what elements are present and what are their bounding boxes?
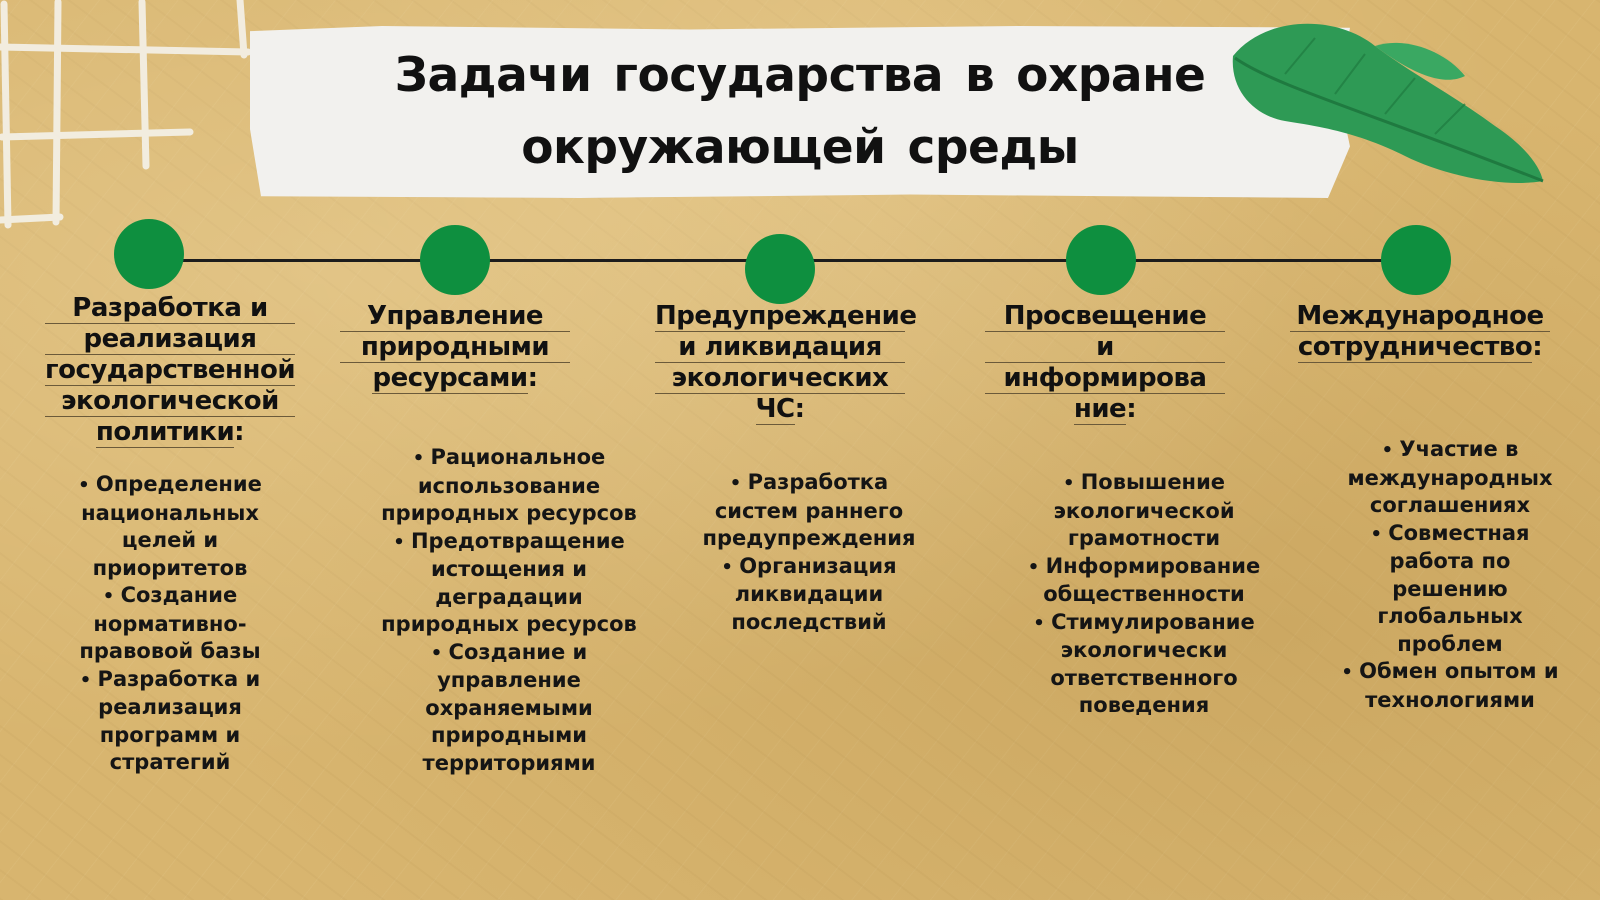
column-2-heading-line: природными [340,332,570,363]
column-4-heading-line: ние [1073,394,1127,425]
column-4-heading-line: информирова [985,363,1225,394]
leaf-icon [1232,23,1544,184]
list-item: Организация ликвидации последствий [700,553,918,637]
list-item: Обмен опытом и технологиями [1330,658,1570,714]
timeline-dot-2 [420,225,490,295]
column-2-heading-line: ресурсами [372,363,528,394]
column-1-heading-line: экологической [45,386,295,417]
list-item: Стимулирование экологически ответственно… [1008,609,1280,720]
column-3-heading-line: экологических [655,363,905,394]
column-1-heading-line: Разработка и [45,293,295,324]
column-2-heading-line: Управление [340,301,570,332]
column-1-heading-line: политики [95,417,235,448]
list-item: Создание нормативно-правовой базы [55,582,285,666]
column-1-bullets: Определение национальных целей и приорит… [55,471,285,777]
list-item: Разработка и реализация программ и страт… [55,666,285,777]
list-item: Создание и управление охраняемыми природ… [378,639,640,778]
column-4-heading-line: Просвещение [985,301,1225,332]
column-1-heading: Разработка и реализация государственной … [45,293,296,448]
list-item: Предотвращение истощения и деградации пр… [378,528,640,639]
timeline-dot-1 [114,219,184,289]
column-3-heading: Предупреждение и ликвидация экологически… [655,301,917,425]
column-5-bullets: Участие в международных соглашениях Совм… [1330,436,1570,714]
list-item: Рациональное использование природных рес… [378,444,640,528]
column-2-heading: Управление природными ресурсами: [340,301,570,394]
list-item: Повышение экологической грамотности [1008,469,1280,553]
timeline-dot-3 [745,234,815,304]
page-title: Задачи государства в охране окружающей ср… [250,26,1350,198]
title-banner [250,26,1350,198]
grid-decoration [0,0,252,229]
list-item: Участие в международных соглашениях [1330,436,1570,520]
title-line-1: Задачи государства в охране [394,48,1206,103]
timeline-dot-5 [1381,225,1451,295]
column-3-heading-line: ЧС [755,394,795,425]
title-line-2: окружающей среды [521,120,1079,175]
column-5-heading: Международное сотрудничество: [1290,301,1550,363]
column-3-heading-line: и ликвидация [655,332,905,363]
list-item: Определение национальных целей и приорит… [55,471,285,582]
column-1-heading-line: реализация [45,324,295,355]
column-1-heading-line: государственной [45,355,296,386]
column-4-heading: Просвещение и информирова ние: [985,301,1225,425]
column-5-heading-line: Международное [1290,301,1550,332]
timeline-dot-4 [1066,225,1136,295]
column-5-heading-line: сотрудничество [1297,332,1533,363]
list-item: Совместная работа по решению глобальных … [1330,520,1570,659]
column-3-bullets: Разработка систем раннего предупреждения… [700,469,918,636]
list-item: Разработка систем раннего предупреждения [700,469,918,553]
list-item: Информирование общественности [1008,553,1280,609]
column-4-bullets: Повышение экологической грамотности Инфо… [1008,469,1280,720]
column-4-heading-line: и [985,332,1225,363]
column-3-heading-line: Предупреждение [655,301,917,332]
column-2-bullets: Рациональное использование природных рес… [378,444,640,777]
